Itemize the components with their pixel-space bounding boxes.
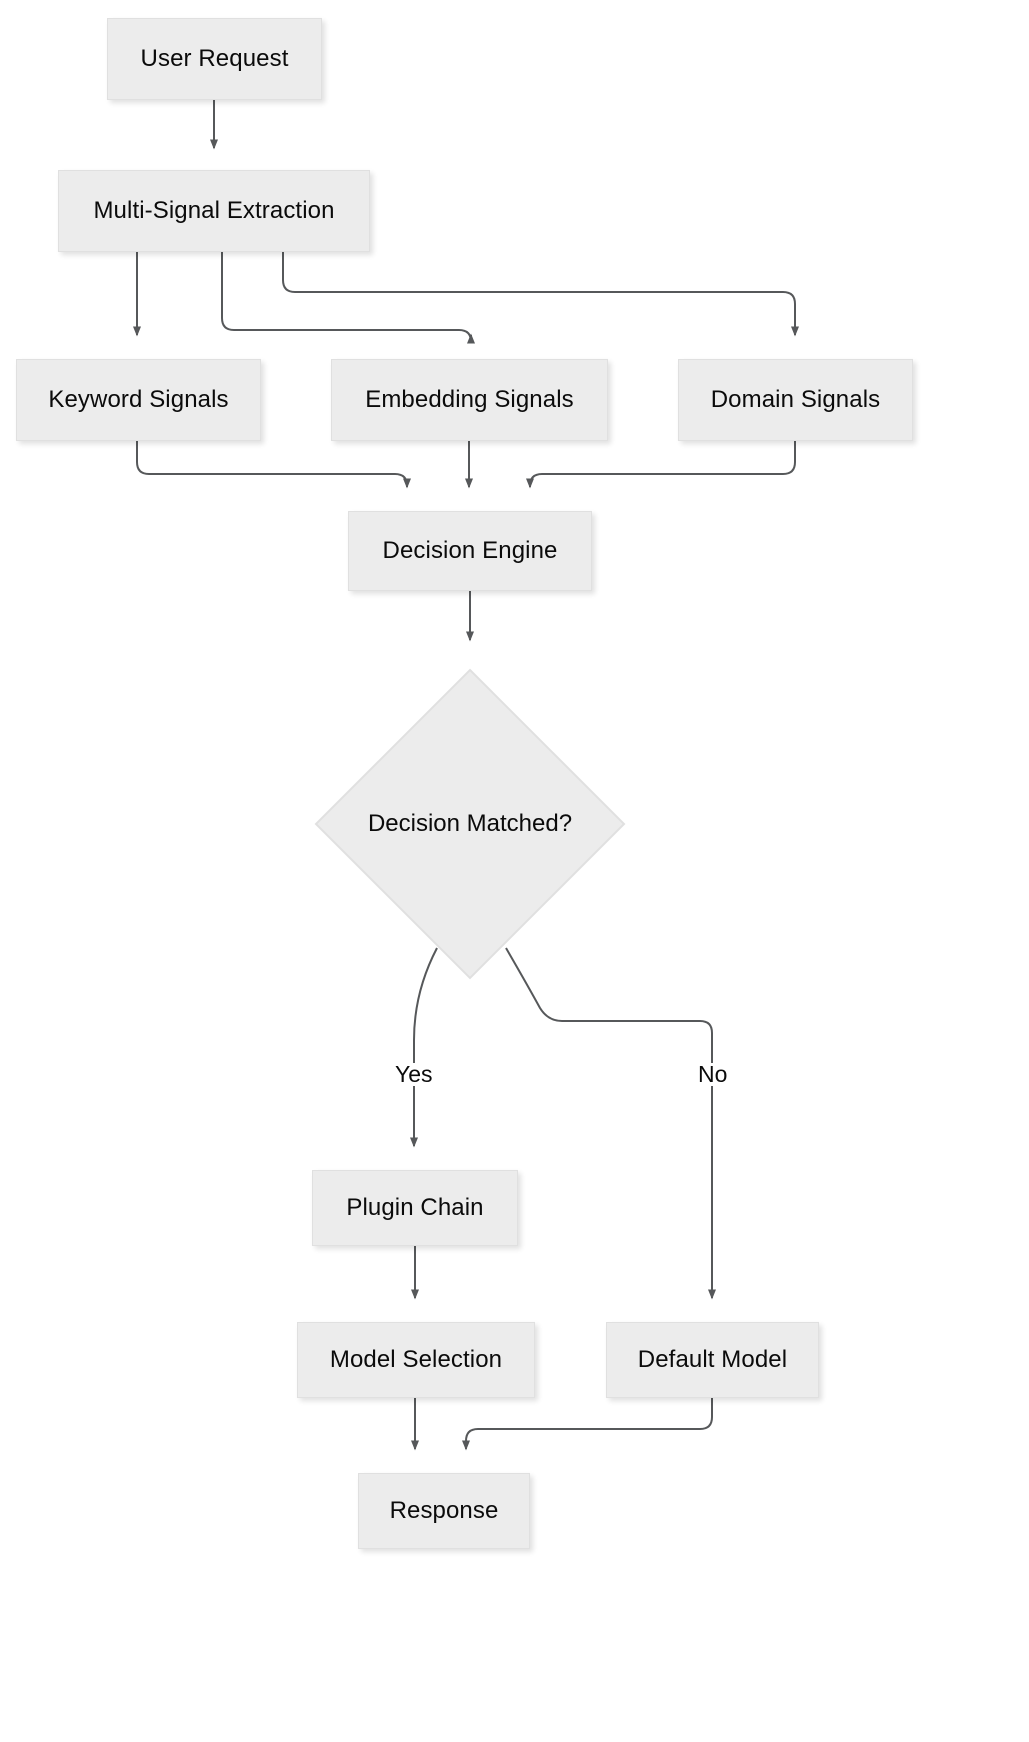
edge-decision-matched-to-default-model <box>505 947 716 1300</box>
node-plugin-chain-label: Plugin Chain <box>346 1194 484 1221</box>
node-domain-signals[interactable]: Domain Signals <box>678 359 913 441</box>
node-embedding-signals-label: Embedding Signals <box>365 386 574 413</box>
node-decision-engine-label: Decision Engine <box>382 537 558 564</box>
node-multi-signal-extraction[interactable]: Multi-Signal Extraction <box>58 170 370 252</box>
node-embedding-signals[interactable]: Embedding Signals <box>331 359 608 441</box>
node-user-request[interactable]: User Request <box>107 18 322 100</box>
node-decision-engine[interactable]: Decision Engine <box>348 511 592 591</box>
edge-multi-signal-to-embedding-signals <box>221 252 475 344</box>
edge-keyword-signals-to-decision-engine <box>136 441 411 489</box>
node-plugin-chain[interactable]: Plugin Chain <box>312 1170 518 1246</box>
node-response-label: Response <box>389 1497 499 1524</box>
node-decision-matched-label: Decision Matched? <box>367 810 573 837</box>
diamond-shape-icon <box>314 668 626 980</box>
node-model-selection[interactable]: Model Selection <box>297 1322 535 1398</box>
node-response[interactable]: Response <box>358 1473 530 1549</box>
edge-multi-signal-to-domain-signals <box>282 252 799 337</box>
node-keyword-signals[interactable]: Keyword Signals <box>16 359 261 441</box>
edge-default-model-to-response <box>462 1398 713 1451</box>
node-default-model-label: Default Model <box>637 1346 788 1373</box>
edge-decision-matched-to-plugin-chain <box>410 947 438 1148</box>
edge-label-no: No <box>695 1063 731 1086</box>
node-multi-signal-extraction-label: Multi-Signal Extraction <box>93 197 335 224</box>
node-default-model[interactable]: Default Model <box>606 1322 819 1398</box>
edge-domain-signals-to-decision-engine <box>526 441 796 489</box>
node-user-request-label: User Request <box>140 45 289 72</box>
node-decision-matched[interactable]: Decision Matched? <box>310 664 630 984</box>
node-model-selection-label: Model Selection <box>329 1346 503 1373</box>
node-domain-signals-label: Domain Signals <box>710 386 881 413</box>
edge-label-yes: Yes <box>392 1063 436 1086</box>
node-keyword-signals-label: Keyword Signals <box>48 386 229 413</box>
